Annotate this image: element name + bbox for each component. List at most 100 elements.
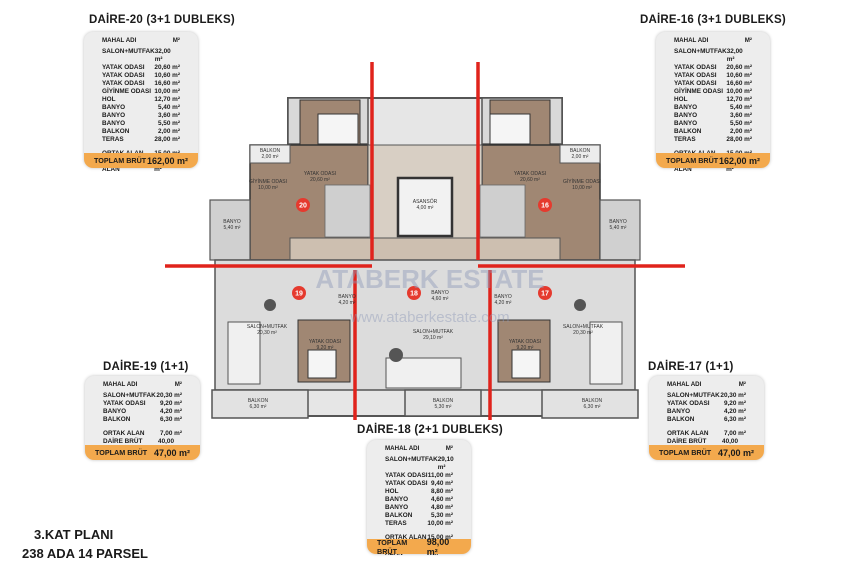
unit-badge-19: 19 <box>292 286 306 300</box>
label-banyo-18: BANYO <box>431 290 449 296</box>
area-balkon-20: 2,00 m² <box>262 154 279 160</box>
label-balkon-16: BALKON <box>570 148 591 154</box>
label-salon-19: SALON+MUTFAK <box>247 324 288 330</box>
label-banyo-20: BANYO <box>223 219 241 225</box>
label-balkon-17: BALKON <box>582 398 603 404</box>
balkon-19 <box>211 389 309 419</box>
svg-text:19: 19 <box>295 291 303 298</box>
sofa-18 <box>385 357 462 389</box>
elevator <box>396 176 454 238</box>
title-daire-19: DAİRE-19 (1+1) <box>103 361 189 373</box>
label-banyo-16: BANYO <box>609 219 627 225</box>
label-yatak-20: YATAK ODASI <box>304 171 336 177</box>
hdr-mahal: MAHAL ADI <box>102 37 137 44</box>
area-balkon-16: 2,00 m² <box>572 154 589 160</box>
title-daire-20: DAİRE-20 (3+1 DUBLEKS) <box>89 14 235 26</box>
area-banyo-19: 4,20 m² <box>339 300 356 306</box>
area-asansor: 4,00 m² <box>417 205 434 211</box>
title-daire-17: DAİRE-17 (1+1) <box>648 361 734 373</box>
label-yatak-16: YATAK ODASI <box>514 171 546 177</box>
stairs-left <box>324 184 371 238</box>
balkon-17 <box>541 389 639 419</box>
area-balkon-17: 6,30 m² <box>584 404 601 410</box>
landing <box>289 237 561 261</box>
table-18 <box>389 348 403 362</box>
title-daire-18: DAİRE-18 (2+1 DUBLEKS) <box>357 424 503 436</box>
area-giyinme-20: 10,00 m² <box>258 185 278 191</box>
label-salon-17: SALON+MUTFAK <box>563 324 604 330</box>
label-giyinme-16: GİYİNME ODASI <box>563 178 601 185</box>
unit-badge-16: 16 <box>538 198 552 212</box>
svg-text:16: 16 <box>541 203 549 210</box>
label-balkon-19: BALKON <box>248 398 269 404</box>
area-yatak-17: 9,20 m² <box>517 345 534 351</box>
unit-badge-17: 17 <box>538 286 552 300</box>
plan-title: 3.KAT PLANI <box>34 527 114 542</box>
label-asansor: ASANSÖR <box>413 198 438 205</box>
svg-text:18: 18 <box>410 291 418 298</box>
bed-17 <box>511 349 541 379</box>
label-yatak-17: YATAK ODASI <box>509 339 541 345</box>
watermark-url: www.ataberkestate.com <box>349 309 509 326</box>
svg-text:20: 20 <box>299 203 307 210</box>
svg-text:17: 17 <box>541 291 549 298</box>
title-daire-16: DAİRE-16 (3+1 DUBLEKS) <box>640 14 786 26</box>
area-salon-18: 29,10 m² <box>423 335 443 341</box>
area-yatak-20: 20,60 m² <box>310 177 330 183</box>
label-giyinme-20: GİYİNME ODASI <box>249 178 287 185</box>
area-banyo-17: 4,20 m² <box>495 300 512 306</box>
area-banyo-20: 5,40 m² <box>224 225 241 231</box>
label-banyo-19: BANYO <box>338 294 356 300</box>
room-balkon-16 <box>559 144 601 164</box>
label-salon-18: SALON+MUTFAK <box>413 329 454 335</box>
label-balkon-20: BALKON <box>260 148 281 154</box>
sofa-19 <box>227 321 261 385</box>
red-separators <box>165 62 685 420</box>
bed-20 <box>317 113 359 145</box>
area-yatak-16: 20,60 m² <box>520 177 540 183</box>
balkon-18 <box>404 389 482 417</box>
area-balkon-19: 6,30 m² <box>250 404 267 410</box>
